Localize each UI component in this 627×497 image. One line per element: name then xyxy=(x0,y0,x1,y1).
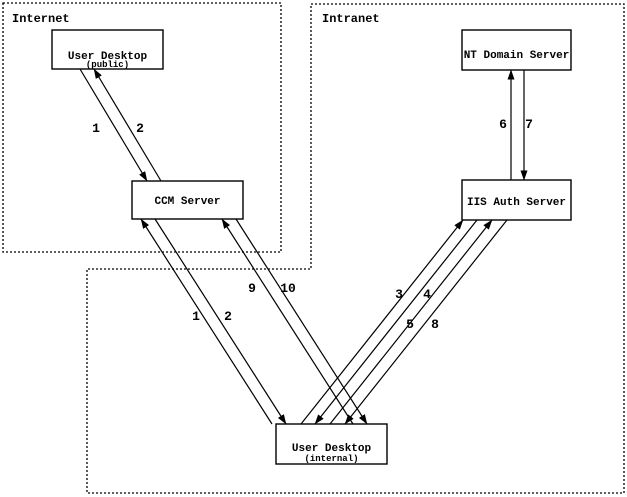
edge-label-public-2: 2 xyxy=(136,121,144,136)
node-subtitle: (internal) xyxy=(304,454,358,464)
node-title: NT Domain Server xyxy=(464,50,570,62)
edge-label-public-1: 1 xyxy=(92,121,100,136)
edge-label-5: 5 xyxy=(406,317,414,332)
edge-label-4: 4 xyxy=(423,287,431,302)
arrow-ccm-to-public-desktop-2 xyxy=(93,68,162,182)
edge-label-internal-1: 1 xyxy=(192,309,200,324)
edge-label-6: 6 xyxy=(499,117,507,132)
intranet-zone-label: Intranet xyxy=(322,12,380,26)
node-box xyxy=(131,180,244,220)
arrow-internal-desktop-to-iis-5 xyxy=(329,219,493,425)
node-box xyxy=(275,423,388,465)
node-title: IIS Auth Server xyxy=(467,197,566,209)
node-subtitle: (public) xyxy=(86,60,129,70)
node-ccm-server: CCM Server xyxy=(131,180,244,220)
node-box xyxy=(461,29,572,71)
internet-zone-label: Internet xyxy=(12,12,70,26)
edge-label-9: 9 xyxy=(248,281,256,296)
node-title: CCM Server xyxy=(154,196,220,208)
intranet-zone-border xyxy=(86,3,625,494)
node-nt-domain-server: NT Domain Server xyxy=(461,29,572,71)
edge-label-7: 7 xyxy=(525,117,533,132)
node-title: User Desktop xyxy=(292,443,372,455)
node-user-desktop-public: User Desktop (public) xyxy=(51,29,164,70)
arrow-ccm-to-internal-desktop-10 xyxy=(235,218,368,425)
edge-label-8: 8 xyxy=(431,317,439,332)
node-box xyxy=(51,29,164,70)
arrow-public-desktop-to-ccm-1 xyxy=(79,68,148,182)
edge-label-3: 3 xyxy=(395,287,403,302)
node-user-desktop-internal: User Desktop (internal) xyxy=(275,423,388,465)
node-box xyxy=(461,179,572,221)
arrow-ccm-to-internal-desktop-2 xyxy=(154,218,287,425)
internet-zone-border xyxy=(2,2,282,253)
node-iis-auth-server: IIS Auth Server xyxy=(461,179,572,221)
edge-label-internal-2: 2 xyxy=(224,309,232,324)
node-title: User Desktop xyxy=(68,51,148,63)
edge-label-10: 10 xyxy=(280,281,296,296)
arrow-iis-to-internal-desktop-4 xyxy=(314,219,478,425)
arrow-internal-desktop-to-iis-3 xyxy=(300,219,464,425)
arrow-internal-desktop-to-ccm-9 xyxy=(221,218,354,425)
arrow-iis-to-internal-desktop-8 xyxy=(344,219,508,425)
arrow-internal-desktop-to-ccm-1 xyxy=(140,218,273,425)
